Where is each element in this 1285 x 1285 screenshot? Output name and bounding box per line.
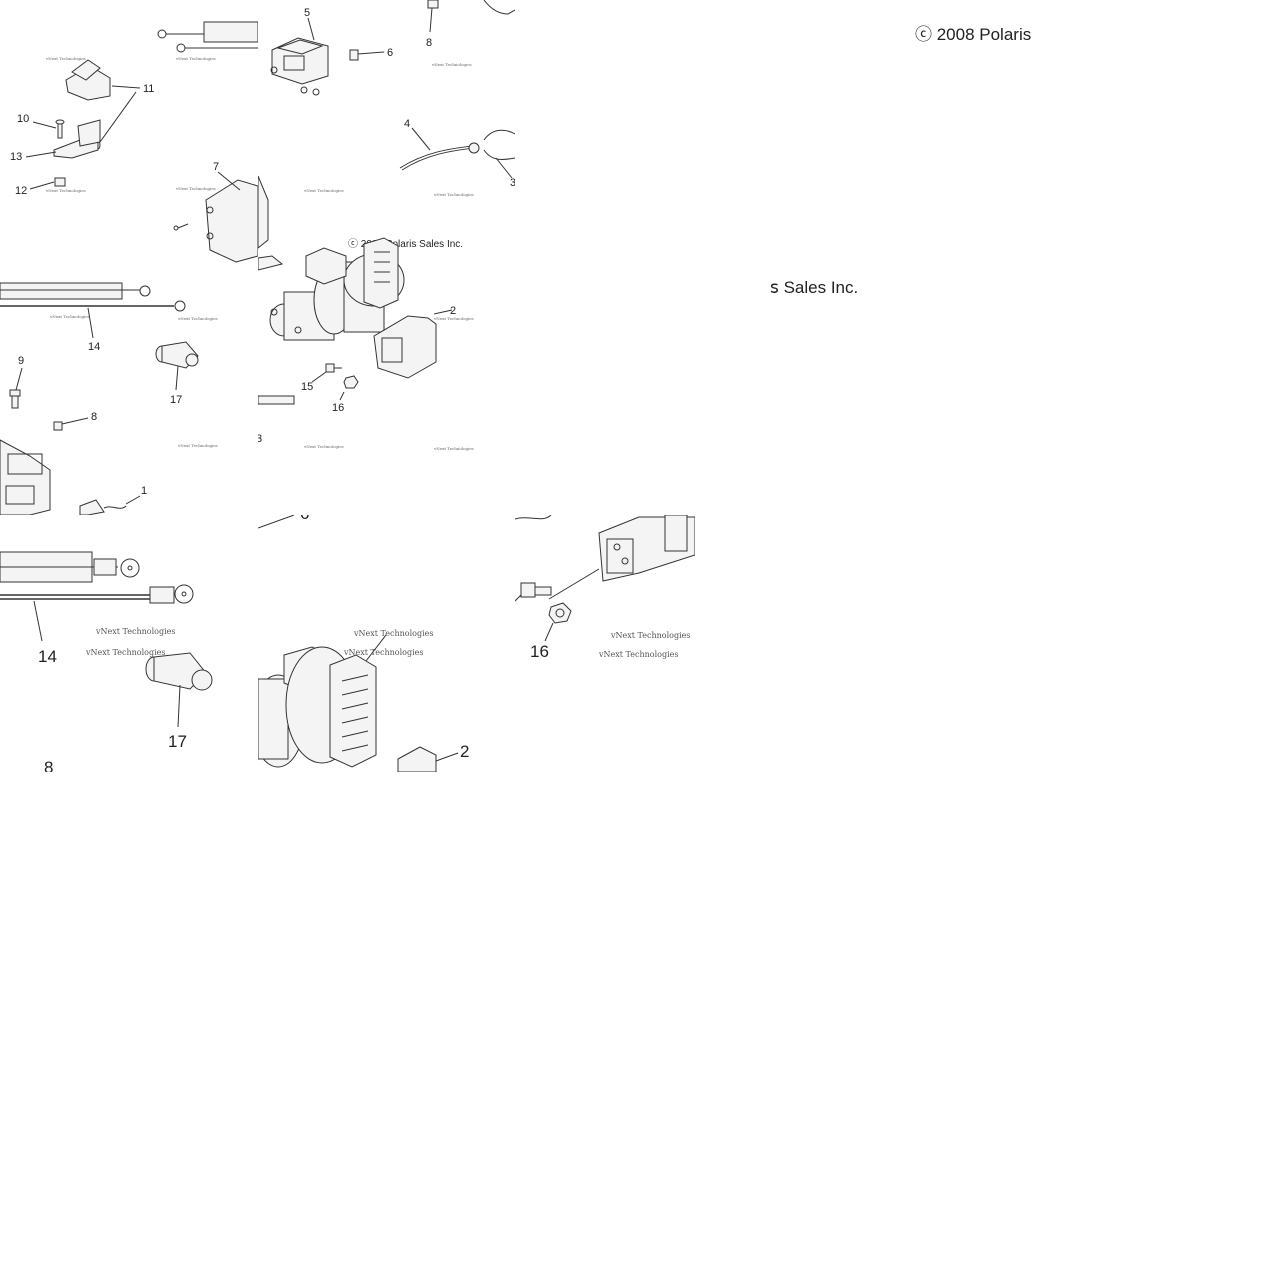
part-17-boot-zoomed bbox=[145, 652, 213, 728]
part-17-terminal-boot bbox=[155, 341, 199, 391]
part-2-mount-zoomed bbox=[397, 746, 459, 772]
watermark: vNext Technologies bbox=[177, 443, 218, 448]
callout-17: 17 bbox=[170, 394, 182, 406]
copyright-text: ⓒ 2008 Polaris bbox=[915, 25, 1032, 44]
watermark: vNext Technologies bbox=[610, 631, 690, 640]
part-15-bolt bbox=[311, 363, 342, 383]
watermark: vNext Technologies bbox=[177, 316, 218, 321]
diagram-panel-top-left: 11 10 13 12 7 14 1 bbox=[0, 0, 258, 515]
callout-8-top: 8 bbox=[426, 37, 432, 49]
winch-motor-assembly bbox=[269, 237, 405, 341]
callout-13: 13 bbox=[10, 151, 22, 163]
watermark: vNext Technologies bbox=[303, 188, 344, 193]
parts-diagram-bottom-left: 14 17 8 vNext Technologies vNext Technol… bbox=[0, 551, 213, 772]
plate-edge bbox=[258, 175, 284, 271]
part-5-contactor bbox=[270, 17, 329, 96]
watermark: vNext Technologies bbox=[433, 446, 474, 451]
callout-12: 12 bbox=[15, 185, 27, 197]
watermark: vNext Technologies bbox=[433, 192, 474, 197]
cable-fragment bbox=[515, 515, 552, 520]
parts-diagram-bottom-mid: 6 2 vNext Technologies vNext Technologie… bbox=[258, 515, 469, 772]
callout-2: 2 bbox=[450, 305, 456, 317]
diagram-panel-bottom-mid: 6 2 vNext Technologies vNext Technologie… bbox=[258, 515, 515, 772]
cable-terminals-top bbox=[157, 21, 258, 53]
watermark: vNext Technologies bbox=[343, 648, 423, 657]
part-14-cable bbox=[0, 282, 186, 339]
watermark: vNext Technologies bbox=[85, 648, 165, 657]
callout-16-zoomed: 16 bbox=[530, 642, 549, 661]
part-11-relay-box bbox=[65, 59, 141, 150]
callout-2-zoomed: 2 bbox=[460, 742, 469, 761]
watermark: vNext Technologies bbox=[353, 629, 433, 638]
diagram-panel-top-mid: 5 6 8 4 3 ⓒ 2008 Polaris Sales Inc. bbox=[258, 0, 515, 515]
part-7-mount-plate bbox=[173, 171, 258, 263]
leader-line bbox=[258, 515, 295, 529]
part-6-screw bbox=[349, 49, 385, 61]
part-15-bolt-zoomed bbox=[515, 582, 552, 602]
callout-15: 15 bbox=[301, 381, 313, 393]
callout-8: 8 bbox=[91, 411, 97, 423]
part-8-screw-top bbox=[427, 0, 515, 33]
part-2-winch-mount-zoomed bbox=[548, 515, 695, 600]
callout-8-zoomed: 8 bbox=[44, 758, 53, 772]
callout-6: 6 bbox=[387, 47, 393, 59]
callout-11: 11 bbox=[143, 83, 154, 95]
callout-14-zoomed: 14 bbox=[38, 647, 57, 666]
part-16-nut bbox=[339, 375, 359, 401]
watermark: vNext Technologies bbox=[431, 62, 472, 67]
callout-3-partial: 3 bbox=[510, 177, 515, 189]
callout-14: 14 bbox=[88, 341, 100, 353]
winch-housing-partial bbox=[0, 439, 51, 515]
part-13-bracket bbox=[25, 119, 101, 159]
callout-10: 10 bbox=[17, 113, 29, 125]
callout-5: 5 bbox=[304, 7, 310, 19]
callout-7: 7 bbox=[213, 161, 219, 173]
watermark: vNext Technologies bbox=[303, 444, 344, 449]
part-2-winch-mount bbox=[373, 309, 453, 379]
watermark: vNext Technologies bbox=[175, 56, 216, 61]
part-9-bolt bbox=[9, 367, 23, 409]
watermark: vNext Technologies bbox=[45, 188, 86, 193]
watermark: vNext Technologies bbox=[45, 56, 86, 61]
watermark: vNext Technologies bbox=[175, 186, 216, 191]
part-14-cable-zoomed bbox=[0, 551, 194, 642]
callout-4: 4 bbox=[404, 118, 410, 130]
part-1-switch-lead bbox=[79, 495, 141, 515]
part-4-cable-part-3-clamp bbox=[399, 127, 515, 179]
watermark: vNext Technologies bbox=[95, 627, 175, 636]
callout-16: 16 bbox=[332, 402, 344, 414]
parts-diagram-top-left: 11 10 13 12 7 14 1 bbox=[0, 21, 258, 515]
diagram-panel-bottom-left: 14 17 8 vNext Technologies vNext Technol… bbox=[0, 515, 258, 772]
part-12-nut bbox=[29, 177, 66, 190]
parts-diagram-top-mid: 5 6 8 4 3 ⓒ 2008 Polaris Sales Inc. bbox=[258, 0, 515, 451]
fragment-label: 3 bbox=[258, 433, 262, 445]
copyright-text-partial: ꜱ Sales Inc. bbox=[770, 278, 859, 297]
part-16-nut-zoomed bbox=[544, 602, 572, 642]
callout-9: 9 bbox=[18, 355, 24, 367]
part-8-screw bbox=[53, 417, 89, 431]
callout-17-zoomed: 17 bbox=[168, 732, 187, 751]
winch-motor-zoomed bbox=[258, 634, 387, 768]
watermark: vNext Technologies bbox=[598, 650, 678, 659]
parts-diagram-bottom-right: 16 vNext Technologies vNext Technologies bbox=[515, 515, 695, 661]
diagram-panel-bottom-right: 16 vNext Technologies vNext Technologies bbox=[515, 515, 695, 772]
callout-1: 1 bbox=[141, 485, 147, 497]
callout-6-partial: 6 bbox=[300, 515, 309, 523]
cable-edge bbox=[258, 395, 295, 405]
watermark: vNext Technologies bbox=[433, 316, 474, 321]
watermark: vNext Technologies bbox=[49, 314, 90, 319]
